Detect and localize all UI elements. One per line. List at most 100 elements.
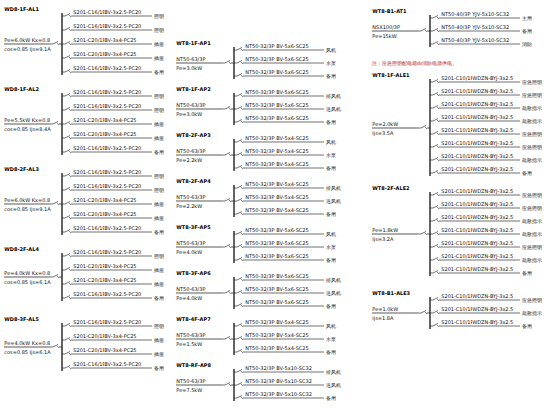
cable-spec: BV-5x4-SC25: [276, 207, 309, 213]
breaker-lead: [50, 347, 53, 348]
breaker-lead: [234, 293, 237, 294]
breaker-spec: NT50-32/3P: [245, 378, 275, 384]
outgoing-circuit: [243, 339, 324, 340]
load-data: Pe=6.0kW Kx=0.8: [4, 197, 50, 203]
breaker-mark: [241, 233, 243, 235]
load-data: Pe=1.0kW: [372, 306, 399, 312]
breaker-spec: NT50-32/3P: [245, 148, 275, 154]
panel-id: WT8-2F-AP4: [176, 178, 211, 184]
cable-spec: BV-5x6-SC25: [276, 69, 309, 75]
cable-spec: BV-3x2.5-PC20: [104, 361, 142, 367]
breaker-lead: [234, 280, 237, 281]
breaker-mark: [229, 108, 231, 110]
outgoing-circuit: [243, 168, 324, 169]
load-name: 应急照明: [522, 144, 543, 150]
panel-id: WT8-3F-AP6: [176, 270, 211, 276]
breaker-lead: [430, 121, 433, 122]
load-name: 照明: [154, 253, 165, 259]
load-name: 水泵: [326, 336, 337, 342]
load-name: 插座: [154, 337, 165, 343]
breaker-mark: [69, 109, 71, 111]
breaker-mark: [57, 203, 59, 205]
breaker-mark: [437, 133, 439, 135]
cable-spec: BV-5x4-SC25: [276, 181, 309, 187]
cable-spec: BV-5x6-SC25: [276, 286, 309, 292]
breaker-symbol: [433, 245, 438, 248]
outgoing-circuit: [71, 16, 152, 17]
breaker-lead: [234, 352, 237, 353]
breaker-lead: [430, 95, 433, 96]
load-name: 备用: [326, 211, 337, 217]
breaker-lead: [430, 108, 433, 109]
breaker-symbol: [65, 56, 70, 59]
breaker-mark: [241, 397, 243, 399]
breaker-mark: [241, 62, 243, 64]
incoming-feeder: [176, 63, 222, 64]
incoming-feeder: [176, 109, 222, 110]
breaker-spec: NT50-32/3P: [245, 253, 275, 259]
panel-id: WT8-2F-AP3: [176, 132, 211, 138]
outgoing-circuit: [439, 195, 520, 196]
breaker-mark: [69, 217, 71, 219]
breaker-symbol: [65, 230, 70, 233]
outgoing-circuit: [243, 76, 324, 77]
breaker-mark: [437, 120, 439, 122]
panel-id: WT8-1F-AP2: [176, 86, 211, 92]
breaker-symbol: [433, 158, 438, 161]
load-data: Pe=4.0kW Kx=0.8: [4, 340, 50, 346]
incoming-feeder: [372, 128, 418, 129]
breaker-spec: S201-C10/1P: [441, 201, 474, 207]
load-name: 备用: [154, 295, 165, 301]
load-data: Ijs=3.2A: [372, 236, 394, 242]
breaker-mark: [57, 346, 59, 348]
breaker-lead: [234, 109, 237, 110]
outgoing-circuit: [243, 122, 324, 123]
panel-id: WT8-B1-AT1: [372, 8, 407, 14]
breaker-symbol: [65, 14, 70, 17]
outgoing-circuit: [243, 385, 324, 386]
cable-spec: BV-5x6-SC25: [276, 253, 309, 259]
load-name: 应急照明: [522, 92, 543, 98]
breaker-lead: [62, 44, 65, 45]
load-data: Pe=1.8kW: [372, 227, 399, 233]
incoming-feeder: [231, 339, 234, 340]
load-data: NT50-63/3P: [176, 194, 206, 200]
breaker-mark: [229, 200, 231, 202]
incoming-feeder: [231, 247, 234, 248]
breaker-spec: NT50-32/3P: [245, 115, 275, 121]
breaker-symbol: [237, 304, 242, 307]
breaker-symbol: [65, 94, 70, 97]
cable-spec: BV-3x4-PC25: [104, 131, 137, 137]
load-name: 疏散指示: [522, 157, 543, 163]
breaker-spec: S201-C10/1P: [441, 293, 474, 299]
cable-spec: WDZN-BYJ-3x2.5: [472, 75, 514, 81]
load-name: 排风机: [326, 185, 342, 191]
load-name: 备用: [154, 149, 165, 155]
breaker-symbol: [433, 42, 438, 45]
breaker-spec: NT50-32/3P: [245, 240, 275, 246]
cable-spec: WDZN-BYJ-3x2.5: [472, 127, 514, 133]
breaker-symbol: [65, 268, 70, 271]
incoming-feeder: [4, 204, 50, 205]
breaker-lead: [234, 188, 237, 189]
breaker-spec: NT50-32/3P: [245, 102, 275, 108]
breaker-mark: [69, 269, 71, 271]
panel-id: WD8-2F-AL4: [4, 246, 39, 252]
breaker-mark: [241, 338, 243, 340]
breaker-symbol: [237, 350, 242, 353]
breaker-symbol: [433, 311, 438, 314]
outgoing-circuit: [71, 298, 152, 299]
breaker-lead: [234, 63, 237, 64]
breaker-lead: [418, 234, 421, 235]
breaker-symbol: [237, 61, 242, 64]
breaker-symbol: [225, 291, 230, 294]
breaker-mark: [57, 276, 59, 278]
breaker-symbol: [237, 48, 242, 51]
breaker-mark: [69, 255, 71, 257]
cable-spec: BV-3x4-PC25: [104, 211, 137, 217]
breaker-symbol: [433, 106, 438, 109]
load-name: 应急照明: [522, 192, 543, 198]
breaker-mark: [229, 62, 231, 64]
outgoing-circuit: [439, 31, 520, 32]
breaker-spec: S201-C16/1P: [73, 23, 106, 29]
